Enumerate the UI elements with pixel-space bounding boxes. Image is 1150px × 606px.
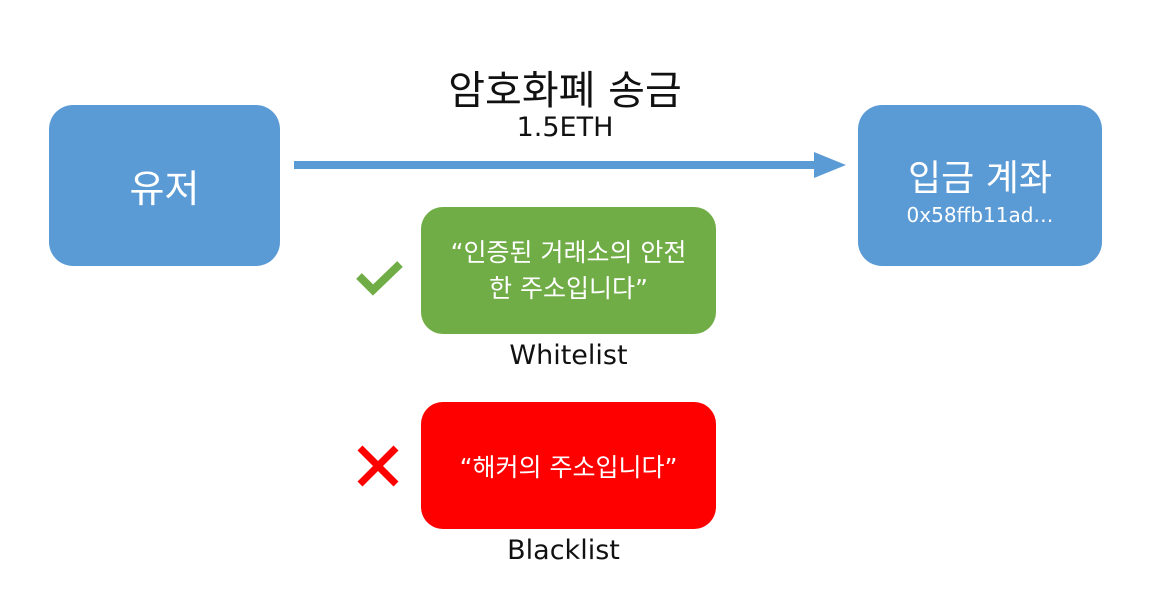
blacklist-label: Blacklist	[507, 535, 620, 566]
transfer-title: 암호화폐 송금	[448, 68, 682, 114]
cross-icon	[357, 445, 399, 487]
whitelist-message-box: “인증된 거래소의 안전 한 주소입니다”	[421, 207, 716, 334]
whitelist-message-line1: “인증된 거래소의 안전	[450, 237, 687, 267]
transfer-arrow	[294, 152, 846, 178]
transfer-amount: 1.5ETH	[516, 112, 614, 143]
deposit-account-node: 입금 계좌 0x58ffb11ad…	[858, 105, 1102, 266]
deposit-account-label: 입금 계좌	[908, 157, 1052, 199]
deposit-account-address: 0x58ffb11ad…	[906, 202, 1054, 227]
user-node: 유저	[49, 105, 280, 266]
user-label: 유저	[129, 167, 200, 211]
check-icon	[356, 261, 403, 296]
whitelist-message-line2: 한 주소입니다”	[489, 273, 648, 303]
blacklist-message-box: “해커의 주소입니다”	[421, 402, 716, 529]
whitelist-label: Whitelist	[509, 340, 628, 371]
blacklist-message: “해커의 주소입니다”	[459, 452, 678, 482]
